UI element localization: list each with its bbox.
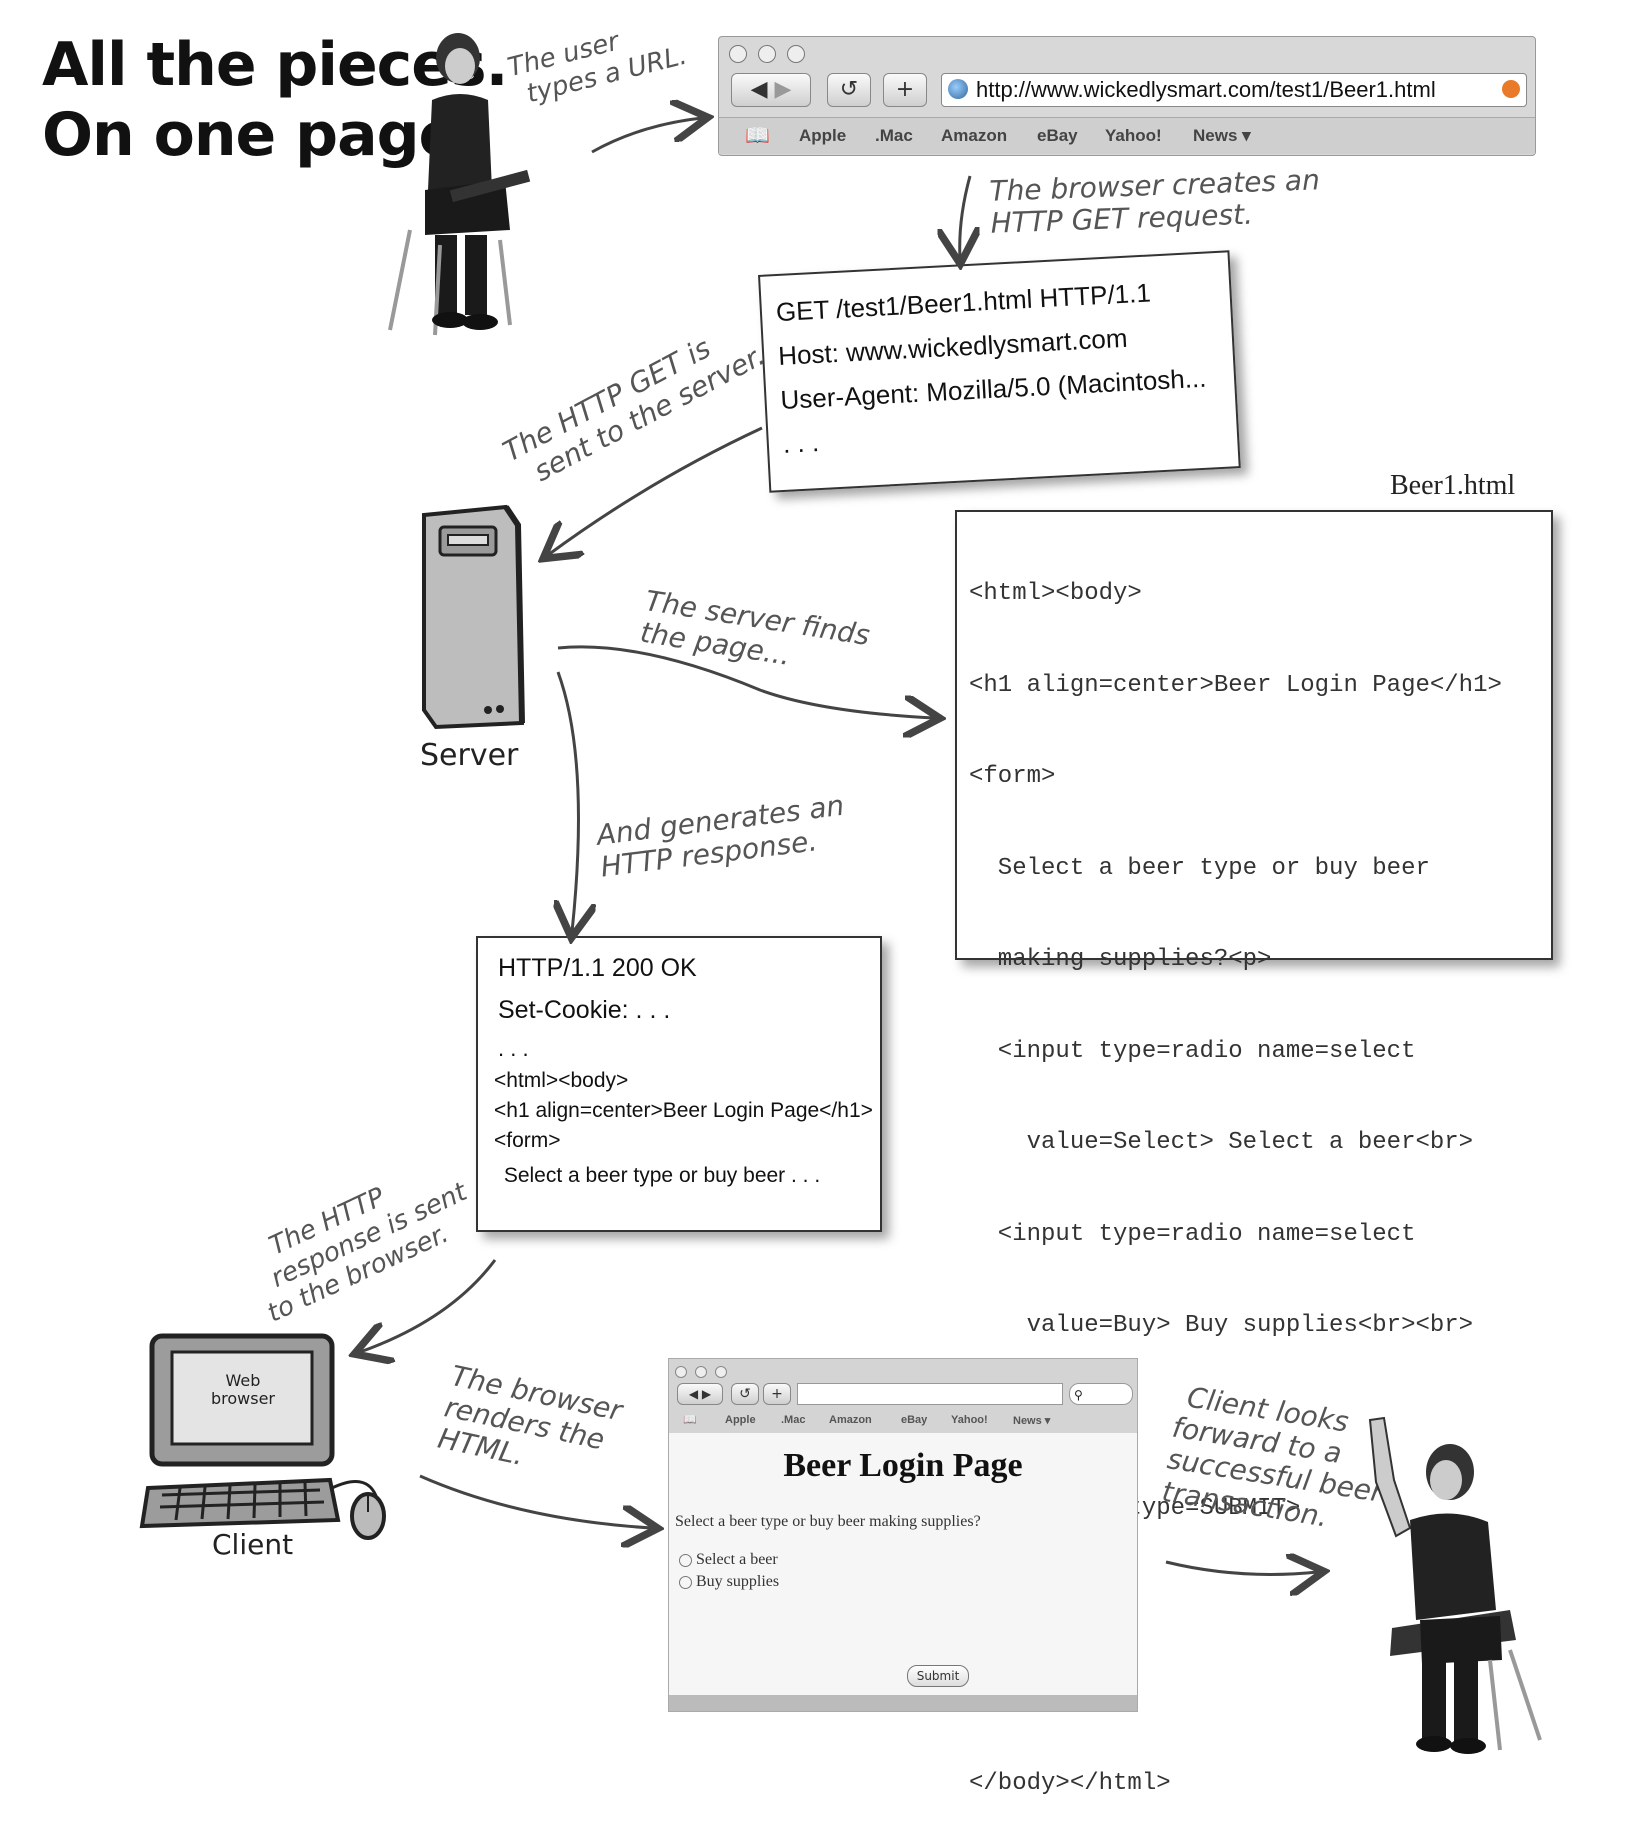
page-title: All the pieces. On one page. <box>42 30 508 170</box>
beer-html-source: <html><body> <h1 align=center>Beer Login… <box>955 510 1553 1797</box>
response-ellipsis: . . . <box>498 1036 529 1061</box>
arrow-user-to-browser <box>591 118 702 154</box>
arrow-browser-to-request <box>960 175 970 258</box>
source-line: <h1 align=center>Beer Login Page</h1> <box>969 671 1502 699</box>
status-line: HTTP/1.1 200 OK <box>498 954 697 982</box>
bookmark-news[interactable]: News ▾ <box>1013 1415 1051 1427</box>
globe-icon <box>948 79 968 99</box>
radio-label: Select a beer <box>696 1551 778 1568</box>
file-name-label: Beer1.html <box>1390 470 1516 501</box>
rendered-bookmarks-bar: 📖 Apple .Mac Amazon eBay Yahoo! News ▾ <box>669 1411 1137 1431</box>
client-computer: Web browser <box>139 1330 400 1540</box>
bookmark-amazon[interactable]: Amazon <box>829 1414 872 1426</box>
bookmark-apple[interactable]: Apple <box>799 126 847 145</box>
client-screen-label: Web browser <box>210 1371 275 1408</box>
rendered-heading: Beer Login Page <box>783 1447 1023 1484</box>
annotation-renders: The browser renders the HTML. <box>434 1359 626 1473</box>
forward-arrow-icon[interactable]: ▶ <box>774 77 792 102</box>
rendered-add-button[interactable]: + <box>763 1383 791 1405</box>
response-html-line: <form> <box>494 1129 561 1152</box>
rendered-bottom-bar <box>669 1695 1137 1711</box>
rendered-prompt: Select a beer type or buy beer making su… <box>675 1513 981 1530</box>
bookmark-yahoo[interactable]: Yahoo! <box>1105 126 1162 145</box>
response-html-line: <h1 align=center>Beer Login Page</h1> <box>494 1099 873 1122</box>
plus-icon: + <box>895 77 915 102</box>
source-line: <form> <box>969 763 1056 790</box>
source-line: <html><body> <box>969 580 1142 607</box>
annotation-browser-creates: The browser creates an HTTP GET request. <box>988 163 1321 240</box>
bookmark-ebay[interactable]: eBay <box>901 1414 928 1426</box>
client-label: Client <box>212 1528 294 1561</box>
rendered-reload-button[interactable]: ↺ <box>731 1383 759 1405</box>
back-arrow-icon[interactable]: ◀ <box>750 77 768 102</box>
happy-client-figure <box>1350 1410 1550 1755</box>
http-response-box: HTTP/1.1 200 OK Set-Cookie: . . . . . . … <box>476 936 882 1232</box>
annotation-response-sent: The HTTP response is sent to the browser… <box>262 1176 472 1329</box>
computer-icon <box>139 1333 386 1540</box>
add-bookmark-button[interactable]: + <box>883 73 927 107</box>
bookmark-news[interactable]: News ▾ <box>1193 126 1251 145</box>
close-dot-icon[interactable] <box>675 1366 687 1378</box>
source-line: value=Buy> Buy supplies<br><br> <box>969 1312 1474 1339</box>
zoom-dot-icon[interactable] <box>715 1366 728 1378</box>
rendered-browser-window: ◀ ▶ ↺ + ⚲ 📖 Apple .Mac Amazon eBay Yahoo… <box>668 1358 1138 1712</box>
get-request-box: GET /test1/Beer1.html HTTP/1.1 Host: www… <box>758 250 1241 493</box>
rss-icon[interactable] <box>1502 80 1520 98</box>
arrow-client-to-rendered <box>419 1474 652 1528</box>
address-bar[interactable]: http://www.wickedlysmart.com/test1/Beer1… <box>941 73 1527 107</box>
zoom-dot-icon[interactable] <box>787 45 806 63</box>
source-line: value=Select> Select a beer<br> <box>969 1129 1474 1156</box>
source-line: making supplies?<p> <box>969 946 1272 973</box>
title-line-2: On one page. <box>42 100 481 170</box>
radio-label: Buy supplies <box>696 1573 780 1590</box>
reload-icon: ↺ <box>839 77 859 102</box>
rendered-search-field[interactable]: ⚲ <box>1069 1383 1133 1405</box>
radio-option-buy[interactable]: Buy supplies <box>679 1573 779 1591</box>
response-html-line: Select a beer type or buy beer . . . <box>498 1164 821 1187</box>
rendered-toolbar: ◀ ▶ ↺ + ⚲ 📖 Apple .Mac Amazon eBay Yahoo… <box>669 1359 1137 1433</box>
bookmark-ebay[interactable]: eBay <box>1037 126 1078 145</box>
user-with-laptop-icon <box>388 33 531 336</box>
title-line-1: All the pieces. <box>42 30 508 100</box>
cheering-user-icon <box>1368 1416 1542 1754</box>
bookmarks-bar: 📖 Apple .Mac Amazon eBay Yahoo! News ▾ <box>719 117 1535 154</box>
server-label: Server <box>420 738 519 773</box>
radio-button[interactable] <box>679 1575 692 1589</box>
back-forward-button[interactable]: ◀ ▶ <box>731 73 811 107</box>
annotation-server-finds: The server finds the page... <box>637 584 873 673</box>
window-controls <box>729 45 806 67</box>
server-icon <box>422 504 525 730</box>
source-line: Select a beer type or buy beer <box>969 854 1430 882</box>
user-figure <box>380 30 540 340</box>
url-text[interactable]: http://www.wickedlysmart.com/test1/Beer1… <box>976 77 1436 102</box>
rendered-address-bar[interactable] <box>797 1383 1063 1405</box>
arrow-server-to-response <box>558 671 578 932</box>
source-line: <input type=radio name=select <box>969 1220 1416 1248</box>
rendered-back-forward-button[interactable]: ◀ ▶ <box>677 1383 723 1405</box>
bookmark-mac[interactable]: .Mac <box>781 1414 806 1426</box>
cookie-header: Set-Cookie: . . . <box>498 996 671 1024</box>
radio-button[interactable] <box>679 1553 692 1567</box>
rendered-window-controls <box>675 1363 728 1382</box>
minimize-dot-icon[interactable] <box>695 1366 708 1378</box>
reload-button[interactable]: ↺ <box>827 73 871 107</box>
server-tower <box>418 504 528 730</box>
top-browser-window: ◀ ▶ ↺ + http://www.wickedlysmart.com/tes… <box>718 36 1536 156</box>
bookmark-mac[interactable]: .Mac <box>875 126 913 145</box>
source-line: </body></html> <box>969 1769 1171 1797</box>
annotation-user-types-url: The user types a URL. <box>504 26 690 110</box>
minimize-dot-icon[interactable] <box>758 45 777 63</box>
bookmark-amazon[interactable]: Amazon <box>941 126 1008 145</box>
bookmark-yahoo[interactable]: Yahoo! <box>951 1414 988 1426</box>
bookmarks-book-icon[interactable]: 📖 <box>745 123 770 147</box>
close-dot-icon[interactable] <box>729 45 747 63</box>
bookmark-apple[interactable]: Apple <box>725 1414 756 1426</box>
annotation-generates: And generates an HTTP response. <box>594 788 846 884</box>
submit-button[interactable]: Submit <box>907 1665 969 1687</box>
bookmarks-book-icon[interactable]: 📖 <box>683 1414 697 1426</box>
radio-option-select[interactable]: Select a beer <box>679 1551 778 1569</box>
response-html-line: <html><body> <box>494 1069 629 1092</box>
search-icon: ⚲ <box>1074 1388 1083 1402</box>
source-line: <input type=radio name=select <box>969 1037 1416 1065</box>
